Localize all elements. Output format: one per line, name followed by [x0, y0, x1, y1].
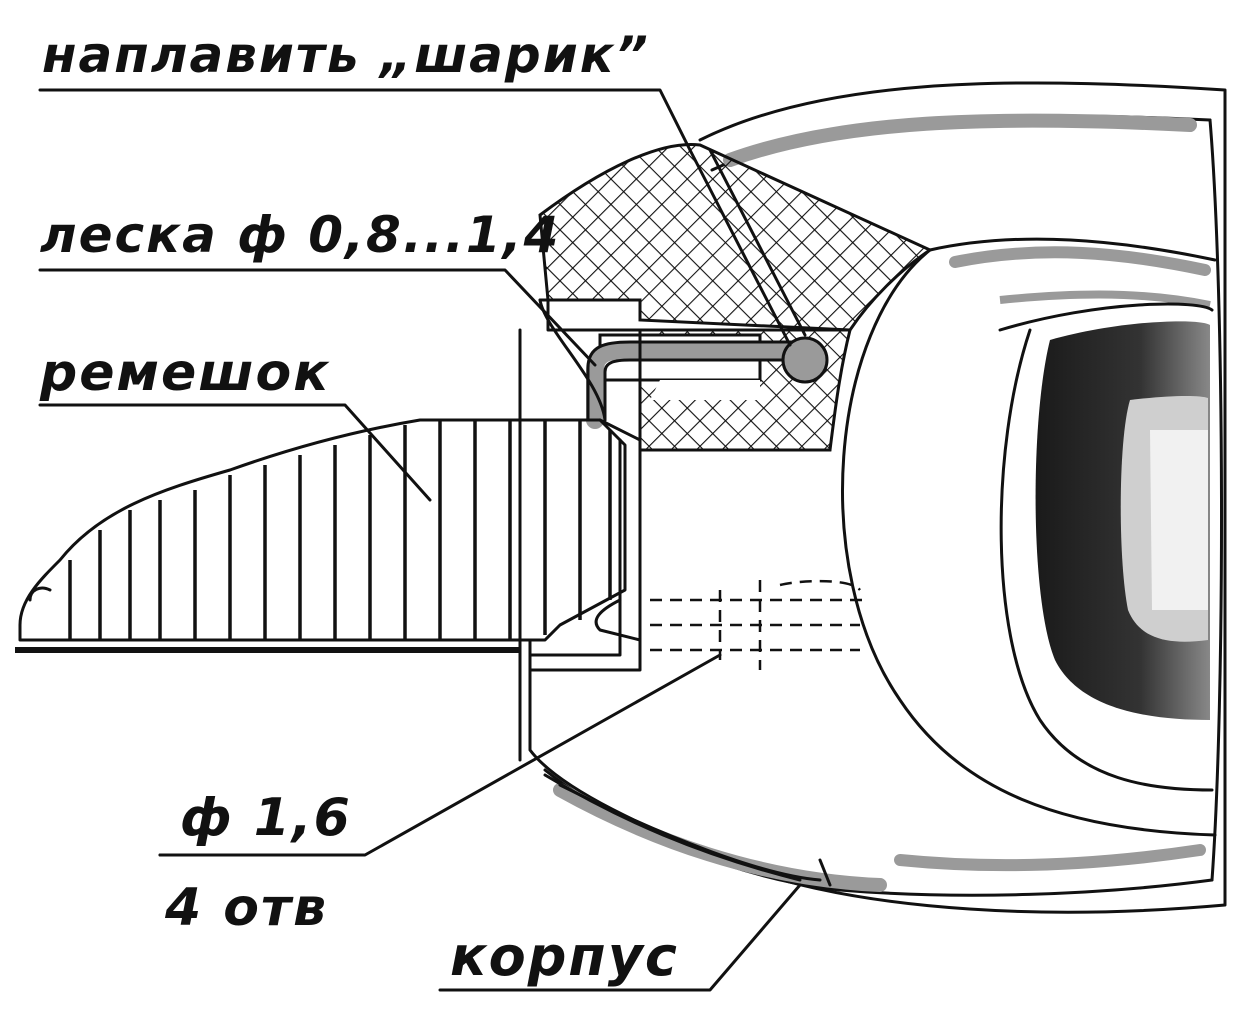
melted-ball	[781, 336, 829, 384]
leader-lines	[38, 88, 802, 992]
label-body: корпус	[450, 925, 679, 988]
label-hole-diameter: ф 1,6	[180, 788, 352, 848]
strap	[15, 418, 627, 653]
bracket	[518, 298, 832, 762]
watch-body	[528, 81, 1227, 914]
bezel	[841, 237, 1217, 837]
label-hole-count: 4 отв	[164, 878, 328, 938]
leader-ball	[38, 88, 692, 152]
label-ball: наплавить „шарик”	[42, 26, 650, 84]
label-line: леска ф 0,8...1,4	[40, 206, 560, 264]
hidden-holes	[650, 579, 870, 670]
lug-section	[538, 142, 934, 452]
leader-body	[438, 883, 802, 992]
leader-strap	[38, 403, 432, 502]
label-strap: ремешок	[39, 343, 331, 403]
leader-line	[38, 268, 597, 367]
